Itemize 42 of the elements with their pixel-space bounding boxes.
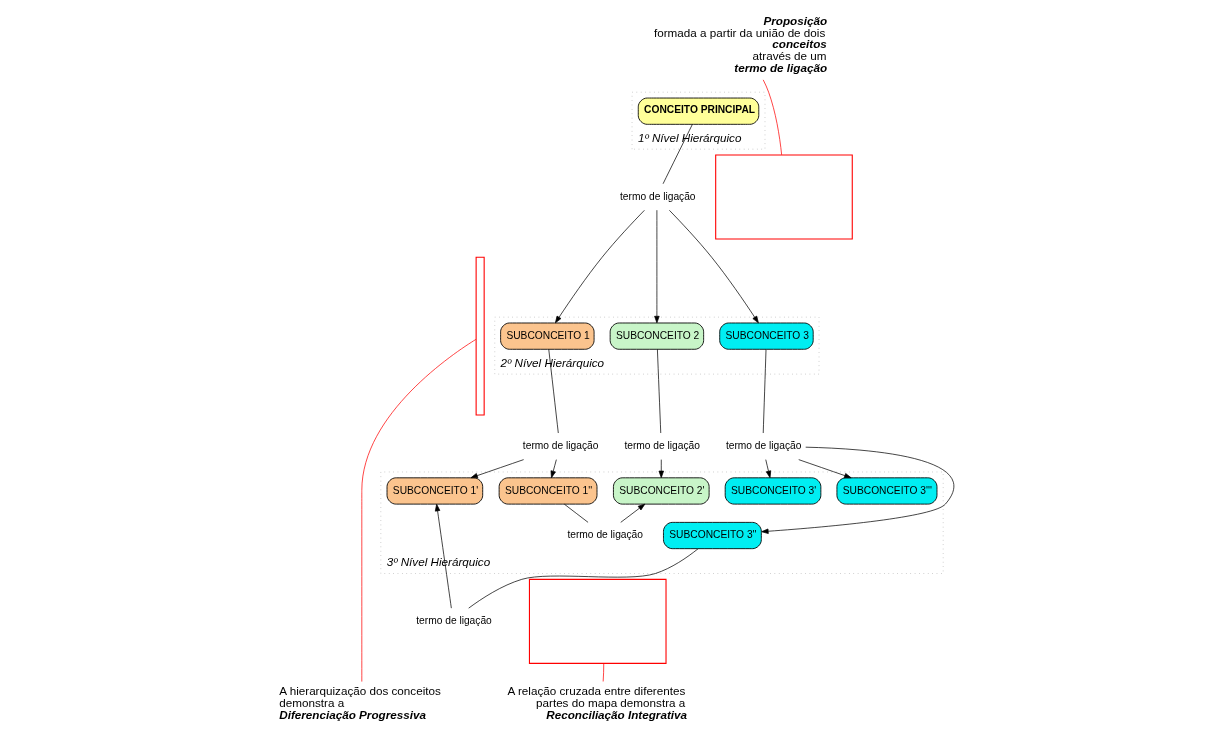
connector <box>662 124 693 185</box>
arrow <box>550 459 557 479</box>
node-box: SUBCONCEITO 3 <box>718 322 814 350</box>
node-box <box>528 578 667 664</box>
arrow <box>760 446 954 534</box>
connector <box>360 339 476 682</box>
connector <box>762 79 782 156</box>
node-text: A relação cruzada entre diferentes partes do mapa demonstra a Reconciliação Integrativa <box>507 684 687 721</box>
connector <box>563 503 588 523</box>
connector <box>547 349 559 434</box>
arrow <box>434 503 452 609</box>
node-box: SUBCONCEITO 2' <box>612 477 710 505</box>
arrow <box>764 459 771 479</box>
node-box: SUBCONCEITO 3' <box>724 477 821 505</box>
node-bracket <box>475 256 485 416</box>
connector <box>656 349 661 434</box>
node-text: termo de ligação <box>619 190 696 202</box>
arrow <box>658 459 664 479</box>
arrow <box>470 459 524 479</box>
node-box: SUBCONCEITO 2 <box>609 322 704 350</box>
node-box: SUBCONCEITO 1' <box>386 477 483 505</box>
connector <box>762 349 766 434</box>
node-text: termo de ligação <box>566 529 643 541</box>
arrow <box>668 209 759 324</box>
arrow <box>554 209 645 324</box>
node-text: termo de ligação <box>725 440 801 452</box>
node-box: SUBCONCEITO 1 <box>499 322 595 350</box>
node-box <box>714 154 853 240</box>
node-box: SUBCONCEITO 3'' <box>662 521 762 550</box>
node-text: termo de ligação <box>623 440 700 452</box>
node-box: SUBCONCEITO 3''' <box>836 477 937 505</box>
node-text: termo de ligação <box>415 615 492 627</box>
node-text: termo de ligação <box>522 440 598 452</box>
arrow <box>797 459 851 479</box>
node-box: SUBCONCEITO 1'' <box>498 477 597 505</box>
node-box: CONCEITO PRINCIPAL <box>637 97 759 125</box>
node-text: Proposição formada a partir da união de dois conceitos através de um termo de ligação <box>653 13 827 74</box>
connector <box>602 663 604 682</box>
arrow <box>619 503 645 523</box>
arrow <box>653 209 660 324</box>
node-text: A hierarquização dos conceitos demonstra a Diferenciação Progressiva <box>278 684 441 721</box>
connector <box>467 548 698 609</box>
